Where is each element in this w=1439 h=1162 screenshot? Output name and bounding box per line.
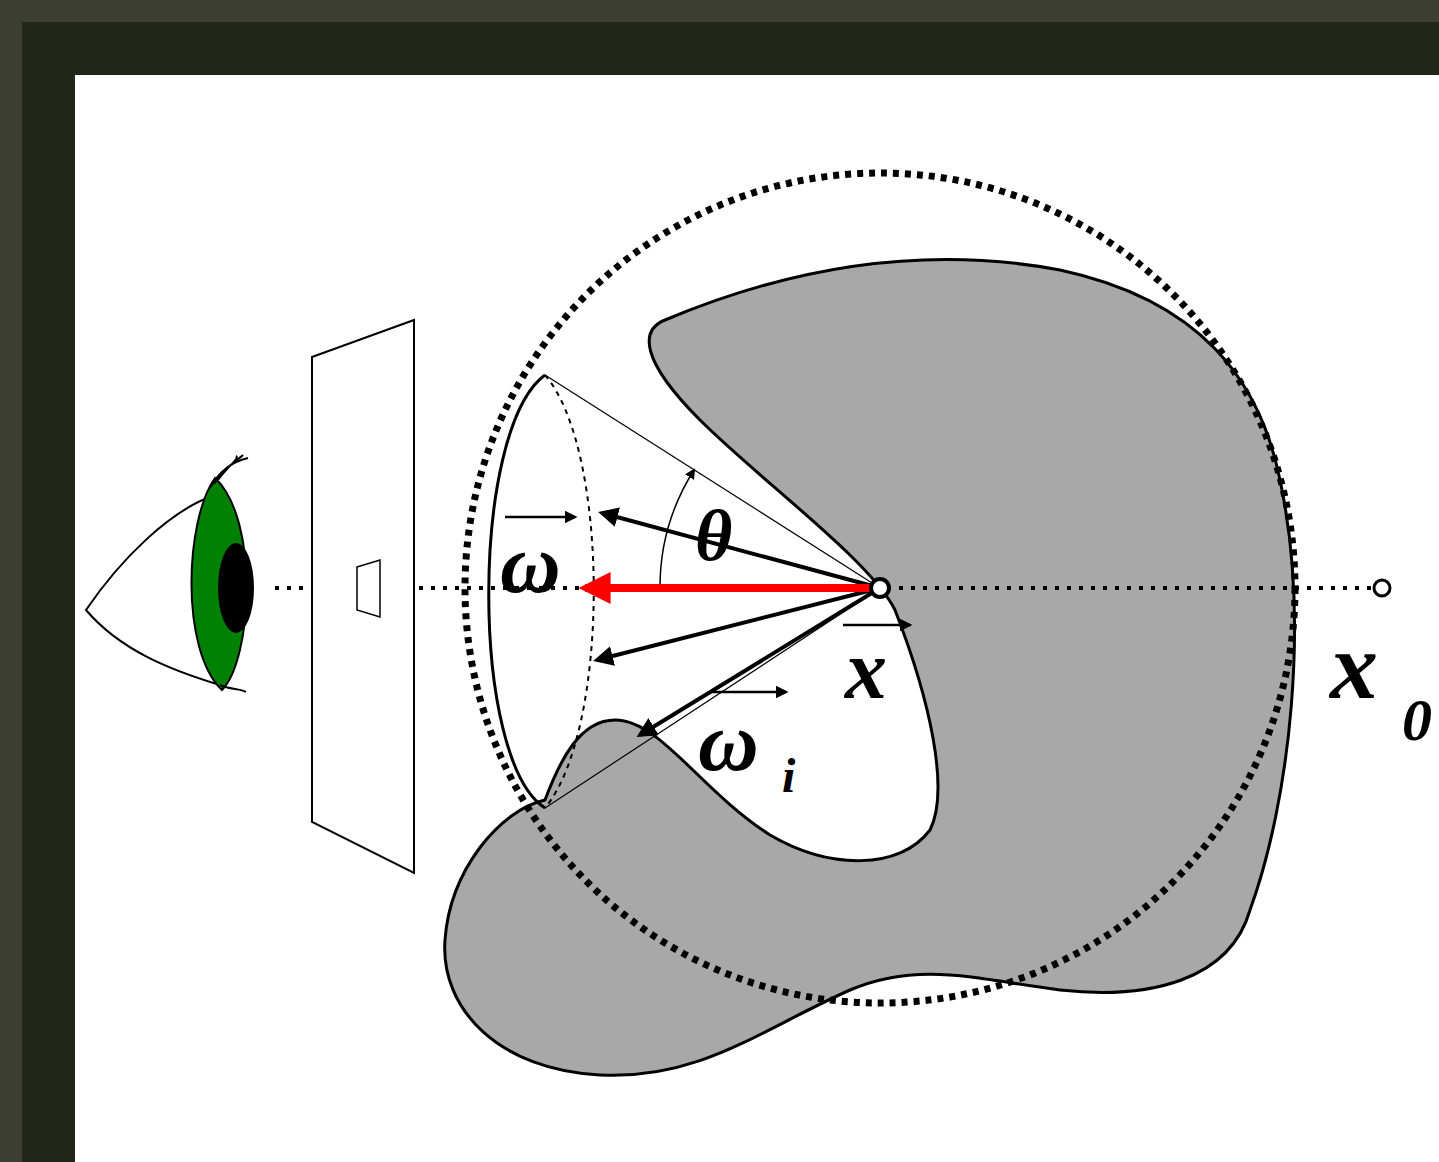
vector-accent	[712, 691, 786, 694]
view-direction-arrow	[585, 584, 880, 592]
vector-accent	[843, 624, 910, 627]
subscript: i	[782, 752, 795, 800]
point-symbol: x	[845, 628, 887, 712]
object-shape	[445, 260, 1295, 1076]
direction-symbol: ω	[698, 700, 759, 784]
subscript: 0	[1402, 690, 1432, 750]
surface-point	[871, 579, 889, 597]
direction-arrow	[640, 588, 880, 735]
view-axis	[275, 586, 1372, 590]
direction-arrow	[602, 513, 880, 588]
eye	[86, 455, 254, 692]
direction-symbol: ω	[500, 522, 561, 606]
visibility-cone	[489, 375, 880, 808]
angle-symbol: θ	[695, 500, 732, 572]
direction-arrow	[597, 588, 880, 660]
center-point	[1374, 580, 1390, 596]
image-plane	[312, 320, 414, 873]
bounding-sphere	[465, 173, 1295, 1003]
vector-accent	[505, 516, 575, 519]
point-symbol: x	[1330, 618, 1378, 714]
